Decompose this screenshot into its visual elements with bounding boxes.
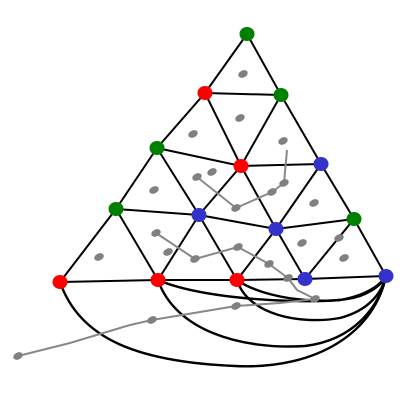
dual-point-21 bbox=[279, 179, 289, 187]
edge-r1-g3 bbox=[156, 92, 206, 149]
curved-edge-2 bbox=[156, 275, 388, 348]
dual-point-25 bbox=[334, 234, 344, 242]
dual-point-17 bbox=[147, 316, 157, 324]
edge-g2-r2 bbox=[240, 94, 282, 167]
dual-point-22 bbox=[207, 168, 217, 176]
dual-point-13 bbox=[233, 243, 243, 251]
dual-path-3 bbox=[17, 298, 316, 357]
edge-g4-r4 bbox=[115, 208, 159, 281]
dual-point-14 bbox=[264, 260, 274, 268]
red-vertex-r5 bbox=[229, 273, 245, 287]
edge-g2-b1 bbox=[280, 94, 322, 165]
green-vertex-g5 bbox=[346, 212, 362, 226]
edge-r3-r4 bbox=[59, 279, 159, 283]
curved-edge-3 bbox=[235, 275, 388, 322]
dual-point-12 bbox=[190, 255, 200, 263]
green-vertex-g4 bbox=[108, 202, 124, 216]
dual-point-18 bbox=[231, 302, 241, 310]
edge-g3-g4 bbox=[115, 147, 158, 210]
green-vertex-g2 bbox=[273, 88, 289, 102]
dual-point-7 bbox=[231, 204, 241, 212]
red-vertex-r2 bbox=[233, 159, 249, 173]
edge-g5-b4 bbox=[304, 218, 355, 280]
edge-b1-b3 bbox=[275, 163, 322, 230]
dual-point-15 bbox=[297, 239, 307, 247]
green-vertex-g3 bbox=[149, 141, 165, 155]
edge-b3-g5 bbox=[275, 218, 355, 230]
edge-r1-r2 bbox=[204, 92, 242, 167]
edge-r1-g2 bbox=[204, 92, 282, 96]
edge-r2-b1 bbox=[240, 163, 322, 167]
dual-point-8 bbox=[267, 188, 277, 196]
dual-point-23 bbox=[163, 248, 173, 256]
dual-point-6 bbox=[192, 173, 202, 181]
edge-g3-r2 bbox=[156, 147, 242, 167]
red-vertex-r3 bbox=[52, 275, 68, 289]
edge-layer bbox=[58, 33, 388, 368]
edge-g3-b2 bbox=[156, 147, 200, 216]
blue-vertex-b2 bbox=[191, 208, 207, 222]
edge-r2-b2 bbox=[198, 165, 242, 216]
dual-point-9 bbox=[309, 199, 319, 207]
edge-g4-b2 bbox=[115, 208, 200, 216]
edge-g1-r1 bbox=[204, 33, 248, 94]
blue-vertex-b3 bbox=[268, 222, 284, 236]
dual-point-11 bbox=[151, 229, 161, 237]
dual-point-2 bbox=[188, 130, 198, 138]
edge-b3-b4 bbox=[275, 228, 306, 280]
edge-g4-r3 bbox=[59, 208, 117, 283]
dual-point-5 bbox=[149, 186, 159, 194]
edge-b2-r5 bbox=[198, 214, 238, 281]
edge-g1-g2 bbox=[246, 33, 282, 96]
dual-point-19 bbox=[310, 295, 320, 303]
dual-point-10 bbox=[94, 253, 104, 261]
dual-point-16 bbox=[339, 254, 349, 262]
edge-b3-r5 bbox=[236, 228, 277, 281]
dual-point-layer bbox=[13, 70, 349, 360]
blue-vertex-b4 bbox=[297, 272, 313, 286]
vertex-layer bbox=[52, 27, 394, 289]
green-vertex-g1 bbox=[239, 27, 255, 41]
edge-b4-b5 bbox=[304, 275, 387, 280]
dual-point-20 bbox=[13, 352, 23, 360]
dual-point-3 bbox=[235, 114, 245, 122]
blue-vertex-b5 bbox=[378, 269, 394, 283]
blue-vertex-b1 bbox=[313, 157, 329, 171]
edge-g5-b5 bbox=[353, 218, 387, 277]
dual-path-2 bbox=[155, 232, 316, 300]
edge-b1-g5 bbox=[320, 163, 355, 220]
dual-point-1 bbox=[238, 70, 248, 78]
dual-point-24 bbox=[283, 274, 293, 282]
red-vertex-r4 bbox=[150, 273, 166, 287]
red-vertex-r1 bbox=[197, 86, 213, 100]
curved-edge-1 bbox=[58, 275, 388, 368]
dual-point-4 bbox=[278, 137, 288, 145]
edge-r5-b4 bbox=[236, 278, 306, 281]
edge-b2-b3 bbox=[198, 214, 277, 230]
